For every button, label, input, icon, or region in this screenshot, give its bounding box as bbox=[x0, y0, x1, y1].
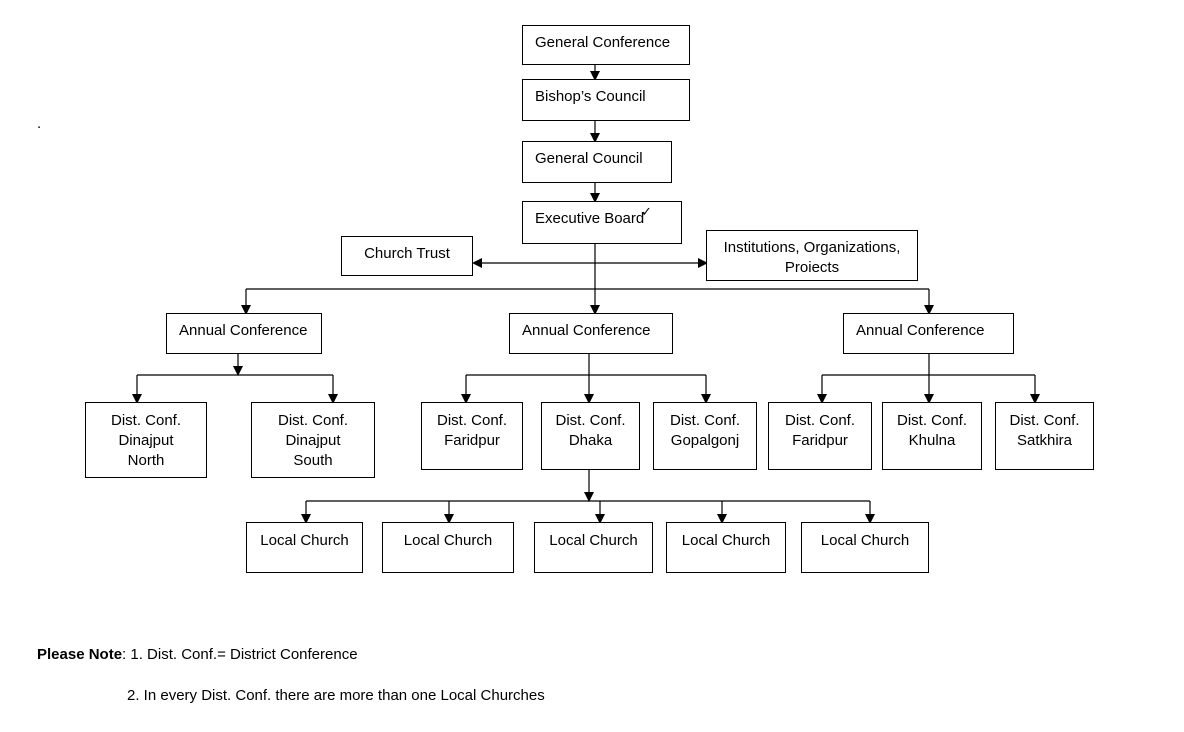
node-label-line-3: South bbox=[293, 452, 333, 469]
node-label: Bishop’s Council bbox=[535, 88, 646, 105]
stray-dot: . bbox=[37, 115, 42, 132]
node-executive-board: Executive Board bbox=[522, 201, 682, 244]
node-label: General Council bbox=[535, 150, 643, 167]
node-label-line-3: North bbox=[127, 452, 165, 469]
node-label: Local Church bbox=[820, 532, 910, 549]
node-label-line-2: Faridpur bbox=[444, 432, 500, 449]
node-label-line-2: Dhaka bbox=[568, 432, 613, 449]
note-line-2: 2. In every Dist. Conf. there are more t… bbox=[127, 686, 545, 706]
node-label-line-1: Dist. Conf. bbox=[896, 412, 968, 429]
node-annual-conference-middle: Annual Conference bbox=[509, 313, 673, 354]
node-local-church-4: Local Church bbox=[666, 522, 786, 573]
node-label-line-1: Dist. Conf. bbox=[555, 412, 626, 429]
node-local-church-3: Local Church bbox=[534, 522, 653, 573]
node-label-line-2: Satkhira bbox=[1016, 432, 1073, 449]
node-label: Local Church bbox=[549, 532, 638, 549]
node-dist-khulna: Dist. Conf. Khulna bbox=[882, 402, 982, 470]
note-text-1: : 1. Dist. Conf.= District Conference bbox=[122, 646, 358, 663]
node-label-line-1: Dist. Conf. bbox=[669, 412, 741, 429]
node-annual-conference-left: Annual Conference bbox=[166, 313, 322, 354]
node-dist-dinajput-south: Dist. Conf. Dinajput South bbox=[251, 402, 375, 478]
node-label: Annual Conference bbox=[522, 322, 651, 339]
node-local-church-2: Local Church bbox=[382, 522, 514, 573]
node-label-line-1: Dist. Conf. bbox=[1009, 412, 1080, 429]
node-dist-satkhira: Dist. Conf. Satkhira bbox=[995, 402, 1094, 470]
note-line-1: Please Note: 1. Dist. Conf.= District Co… bbox=[37, 645, 358, 665]
node-label: Annual Conference bbox=[179, 322, 308, 339]
node-annual-conference-right: Annual Conference bbox=[843, 313, 1014, 354]
node-label: General Conference bbox=[535, 34, 671, 51]
node-church-trust: Church Trust bbox=[341, 236, 473, 276]
node-label-line-1: Dist. Conf. bbox=[110, 412, 182, 429]
node-dist-faridpur: Dist. Conf. Faridpur bbox=[421, 402, 523, 470]
node-dist-faridpur-2: Dist. Conf. Faridpur bbox=[768, 402, 872, 470]
node-label-line-1: Institutions, Organizations, bbox=[723, 239, 901, 256]
node-label-line-2: Dinajput bbox=[285, 432, 341, 449]
node-label: Local Church bbox=[681, 532, 771, 549]
node-label: Local Church bbox=[403, 532, 493, 549]
node-general-council: General Council bbox=[522, 141, 672, 183]
node-label-line-1: Dist. Conf. bbox=[436, 412, 508, 429]
note-label: Please Note bbox=[37, 646, 123, 663]
node-label-line-2: Proiects bbox=[784, 259, 840, 276]
node-bishops-council: Bishop’s Council bbox=[522, 79, 690, 121]
node-institutions: Institutions, Organizations, Proiects bbox=[706, 230, 918, 281]
node-label: Annual Conference bbox=[856, 322, 985, 339]
note-text-2: 2. In every Dist. Conf. there are more t… bbox=[127, 687, 545, 704]
node-label: Church Trust bbox=[364, 245, 450, 262]
node-dist-gopalgonj: Dist. Conf. Gopalgonj bbox=[653, 402, 757, 470]
node-label-line-1: Dist. Conf. bbox=[277, 412, 349, 429]
node-dist-dinajput-north: Dist. Conf. Dinajput North bbox=[85, 402, 207, 478]
node-label-line-2: Khulna bbox=[908, 432, 956, 449]
node-dist-dhaka: Dist. Conf. Dhaka bbox=[541, 402, 640, 470]
node-label-line-2: Gopalgonj bbox=[670, 432, 740, 449]
node-label-line-1: Dist. Conf. bbox=[784, 412, 856, 429]
node-local-church-5: Local Church bbox=[801, 522, 929, 573]
node-label-line-2: Dinajput bbox=[118, 432, 174, 449]
tick-mark: ✓ bbox=[641, 204, 652, 219]
node-label: Local Church bbox=[260, 532, 349, 549]
node-label-line-2: Faridpur bbox=[792, 432, 848, 449]
node-label: Executive Board bbox=[535, 210, 645, 227]
node-general-conference: General Conference bbox=[522, 25, 690, 65]
node-local-church-1: Local Church bbox=[246, 522, 363, 573]
